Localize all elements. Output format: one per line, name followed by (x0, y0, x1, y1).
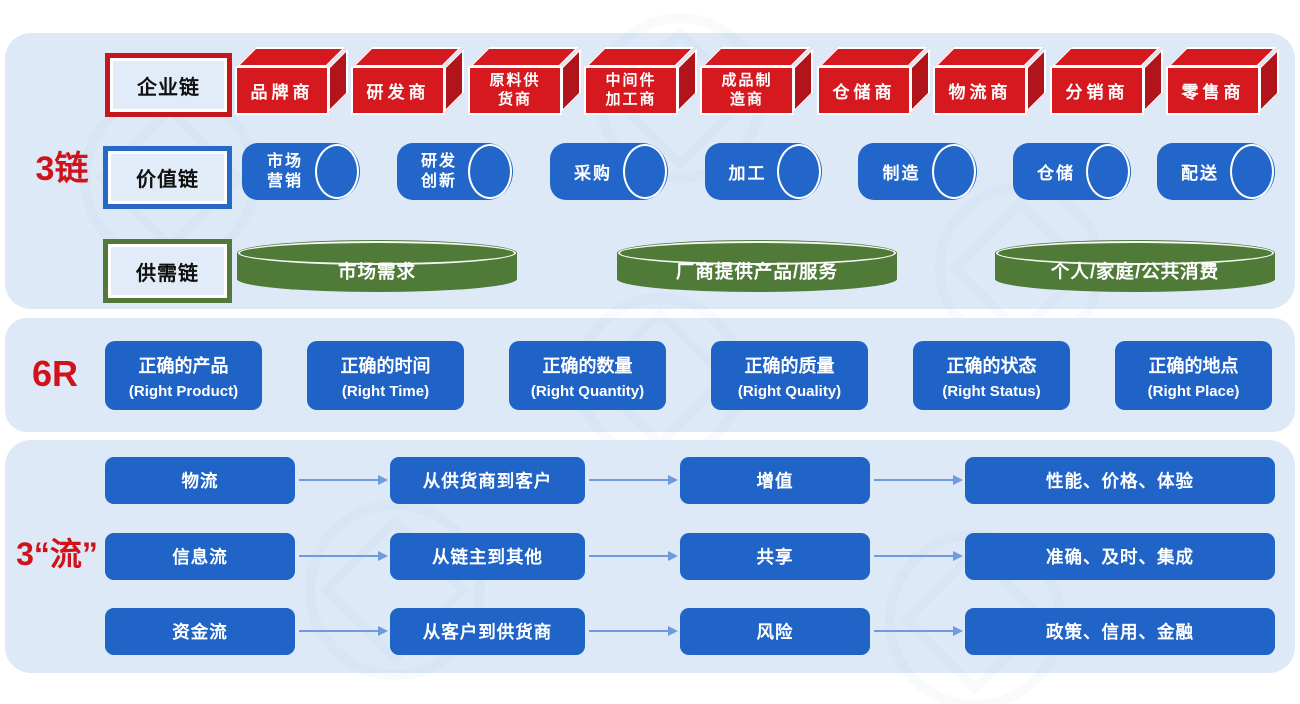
six-r-cn: 正确的数量 (542, 355, 633, 376)
value-item-label: 市场 营销 (266, 153, 303, 190)
enterprise-item: 品牌商 (235, 66, 329, 115)
value-item-label: 采购 (574, 164, 612, 183)
value-item-label: 仓储 (1037, 164, 1075, 183)
value-item: 市场 营销 (242, 143, 360, 200)
right-arrow-icon (589, 474, 678, 485)
supply-demand-item-label: 厂商提供产品/服务 (675, 261, 839, 282)
supply-demand-item-label: 个人/家庭/公共消费 (1050, 261, 1220, 282)
six-r-item: 正确的质量 (Right Quality) (711, 341, 868, 410)
value-item-label: 配送 (1181, 164, 1219, 183)
enterprise-item: 分销商 (1050, 66, 1144, 115)
value-item-label: 加工 (728, 164, 767, 183)
flow-cell: 性能、价格、体验 (965, 457, 1275, 504)
flow-cell: 资金流 (105, 608, 295, 655)
enterprise-item: 零售商 (1166, 66, 1260, 115)
six-r-en: (Right Time) (341, 382, 430, 400)
supply-demand-item-label: 市场需求 (337, 261, 416, 282)
flow-cell-label: 信息流 (172, 547, 228, 567)
value-item-label: 制造 (882, 164, 921, 183)
right-arrow-icon (874, 550, 963, 561)
enterprise-item-label: 仓储商 (832, 83, 896, 102)
flow-cell: 从链主到其他 (390, 533, 585, 580)
enterprise-item: 原料供 货商 (468, 66, 562, 115)
six-r-cn: 正确的地点 (1148, 355, 1239, 376)
six-r-en: (Right Status) (942, 382, 1041, 400)
enterprise-item: 成品制 造商 (700, 66, 794, 115)
six-r-item: 正确的状态 (Right Status) (913, 341, 1070, 410)
value-item: 仓储 (1013, 143, 1131, 200)
flow-cell: 信息流 (105, 533, 295, 580)
flow-cell: 从客户到供货商 (390, 608, 585, 655)
enterprise-item-label: 中间件 加工商 (605, 71, 657, 108)
six-r-cn: 正确的产品 (138, 355, 229, 376)
right-arrow-icon (874, 474, 963, 485)
six-r-en: (Right Quality) (737, 382, 842, 400)
supply-demand-item: 个人/家庭/公共消费 (995, 240, 1275, 292)
value-item: 配送 (1157, 143, 1275, 200)
flow-cell-label: 性能、价格、体验 (1046, 471, 1194, 491)
flow-cell: 从供货商到客户 (390, 457, 585, 504)
flow-cell: 物流 (105, 457, 295, 504)
enterprise-item: 研发商 (351, 66, 445, 115)
right-arrow-icon (299, 474, 388, 485)
section-label-three-chains: 3链 (35, 150, 89, 188)
enterprise-item-label: 原料供 货商 (489, 71, 541, 108)
right-arrow-icon (299, 625, 388, 636)
six-r-item: 正确的时间 (Right Time) (307, 341, 464, 410)
value-item-label: 研发 创新 (420, 153, 457, 190)
six-r-item: 正确的地点 (Right Place) (1115, 341, 1272, 410)
right-arrow-icon (589, 625, 678, 636)
flow-cell-label: 增值 (756, 471, 794, 491)
six-r-cn: 正确的时间 (340, 355, 431, 376)
value-item: 采购 (550, 143, 668, 200)
section-label-six-r: 6R (31, 353, 79, 394)
flow-cell: 增值 (680, 457, 870, 504)
enterprise-item-label: 零售商 (1181, 83, 1245, 102)
flow-cell-label: 从供货商到客户 (422, 471, 553, 491)
section-label-three-flows: 3“流” (16, 536, 98, 572)
six-r-item: 正确的数量 (Right Quantity) (509, 341, 666, 410)
value-item: 制造 (858, 143, 977, 200)
supply-demand-item: 厂商提供产品/服务 (617, 240, 897, 292)
flow-cell-label: 从链主到其他 (432, 547, 543, 567)
six-r-en: (Right Quantity) (530, 382, 645, 400)
enterprise-item-label: 分销商 (1065, 83, 1129, 102)
six-r-cn: 正确的质量 (744, 355, 835, 376)
enterprise-item-label: 成品制 造商 (721, 71, 773, 108)
tag-value-chain: 价值链 (103, 146, 232, 209)
tag-enterprise-chain: 企业链 (105, 53, 232, 117)
flow-cell-label: 资金流 (172, 622, 228, 642)
six-r-item: 正确的产品 (Right Product) (105, 341, 262, 410)
right-arrow-icon (874, 625, 963, 636)
enterprise-item-label: 品牌商 (250, 83, 314, 102)
flow-cell-label: 政策、信用、金融 (1046, 622, 1194, 642)
value-item: 加工 (705, 143, 822, 200)
flow-cell-label: 物流 (181, 471, 219, 491)
flow-cell: 共享 (680, 533, 870, 580)
right-arrow-icon (589, 550, 678, 561)
flow-cell: 政策、信用、金融 (965, 608, 1275, 655)
enterprise-item: 物流商 (933, 66, 1027, 115)
flow-cell: 准确、及时、集成 (965, 533, 1275, 580)
flow-cell-label: 准确、及时、集成 (1046, 547, 1194, 567)
enterprise-item-label: 研发商 (366, 83, 430, 102)
supply-demand-item: 市场需求 (237, 240, 517, 292)
six-r-en: (Right Place) (1147, 382, 1240, 400)
flow-cell-label: 共享 (756, 547, 794, 567)
six-r-en: (Right Product) (128, 382, 239, 400)
enterprise-item-label: 物流商 (948, 83, 1012, 102)
flow-cell-label: 从客户到供货商 (422, 622, 553, 642)
flow-cell: 风险 (680, 608, 870, 655)
tag-supply-demand-chain: 供需链 (103, 239, 232, 303)
enterprise-item: 仓储商 (817, 66, 911, 115)
value-item: 研发 创新 (397, 143, 513, 200)
flow-cell-label: 风险 (756, 622, 794, 642)
right-arrow-icon (299, 550, 388, 561)
enterprise-item: 中间件 加工商 (584, 66, 678, 115)
six-r-cn: 正确的状态 (946, 355, 1037, 376)
